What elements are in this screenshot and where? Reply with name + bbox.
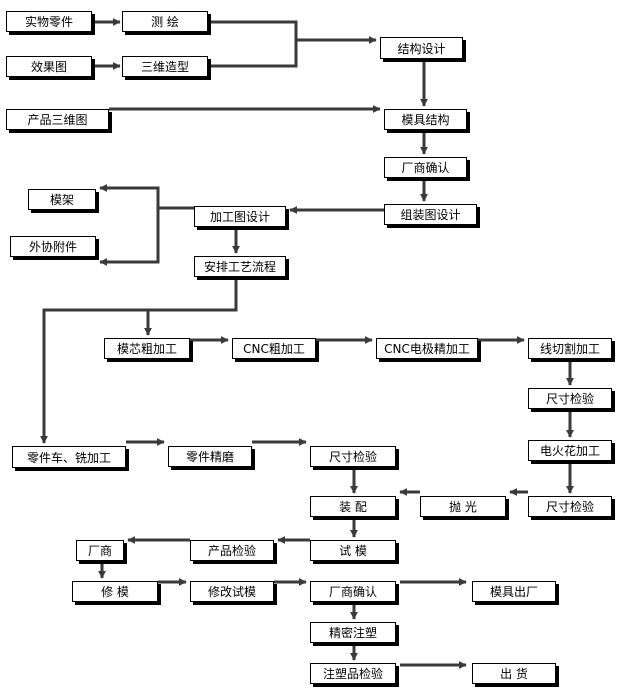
node-mold-delivery: 模具出厂 [472, 581, 556, 602]
node-product-check: 产品检验 [190, 540, 274, 561]
node-factory-confirm-1: 厂商确认 [384, 157, 467, 178]
node-physical-part: 实物零件 [6, 11, 92, 32]
node-trial-mold: 试 模 [310, 540, 396, 561]
node-surveying: 测 绘 [122, 11, 208, 32]
node-machining-drawing: 加工图设计 [194, 206, 286, 227]
node-edm: 电火花加工 [528, 440, 612, 461]
node-assembly-drawing: 组装图设计 [384, 204, 477, 225]
node-cnc-electrode: CNC电极精加工 [376, 338, 478, 359]
node-outsourced-parts: 外协附件 [10, 236, 96, 257]
node-process-flow: 安排工艺流程 [194, 256, 286, 277]
node-cnc-rough: CNC粗加工 [232, 338, 316, 359]
node-size-check-1: 尺寸检验 [528, 388, 612, 409]
node-shipment: 出 货 [472, 663, 556, 684]
node-effect-drawing: 效果图 [6, 56, 92, 77]
node-repair-mold: 修 模 [72, 581, 158, 602]
node-product-3d: 产品三维图 [6, 109, 109, 130]
node-modify-trial: 修改试模 [190, 581, 274, 602]
node-wire-cut: 线切割加工 [528, 338, 612, 359]
connector-10 [99, 184, 194, 210]
node-factory-confirm-2: 厂商确认 [310, 581, 396, 602]
connector-11 [99, 208, 160, 266]
node-assembly: 装 配 [310, 496, 396, 517]
node-precision-molding: 精密注塑 [310, 622, 396, 643]
node-size-check-3: 尺寸检验 [528, 496, 612, 517]
node-core-rough: 模芯粗加工 [104, 338, 190, 359]
node-part-turning: 零件车、铣加工 [12, 446, 126, 468]
connector-13 [40, 278, 238, 444]
node-polishing: 抛 光 [420, 496, 506, 517]
node-mold-structure: 模具结构 [384, 109, 467, 130]
node-3d-modeling: 三维造型 [122, 56, 208, 77]
node-structure-design: 结构设计 [380, 37, 463, 59]
node-mold-base: 模架 [28, 189, 96, 210]
node-part-grinding: 零件精磨 [168, 446, 252, 467]
node-molded-check: 注塑品检验 [310, 663, 396, 684]
connector-3 [208, 20, 298, 68]
node-factory: 厂商 [76, 540, 124, 561]
node-size-check-2: 尺寸检验 [310, 446, 396, 467]
